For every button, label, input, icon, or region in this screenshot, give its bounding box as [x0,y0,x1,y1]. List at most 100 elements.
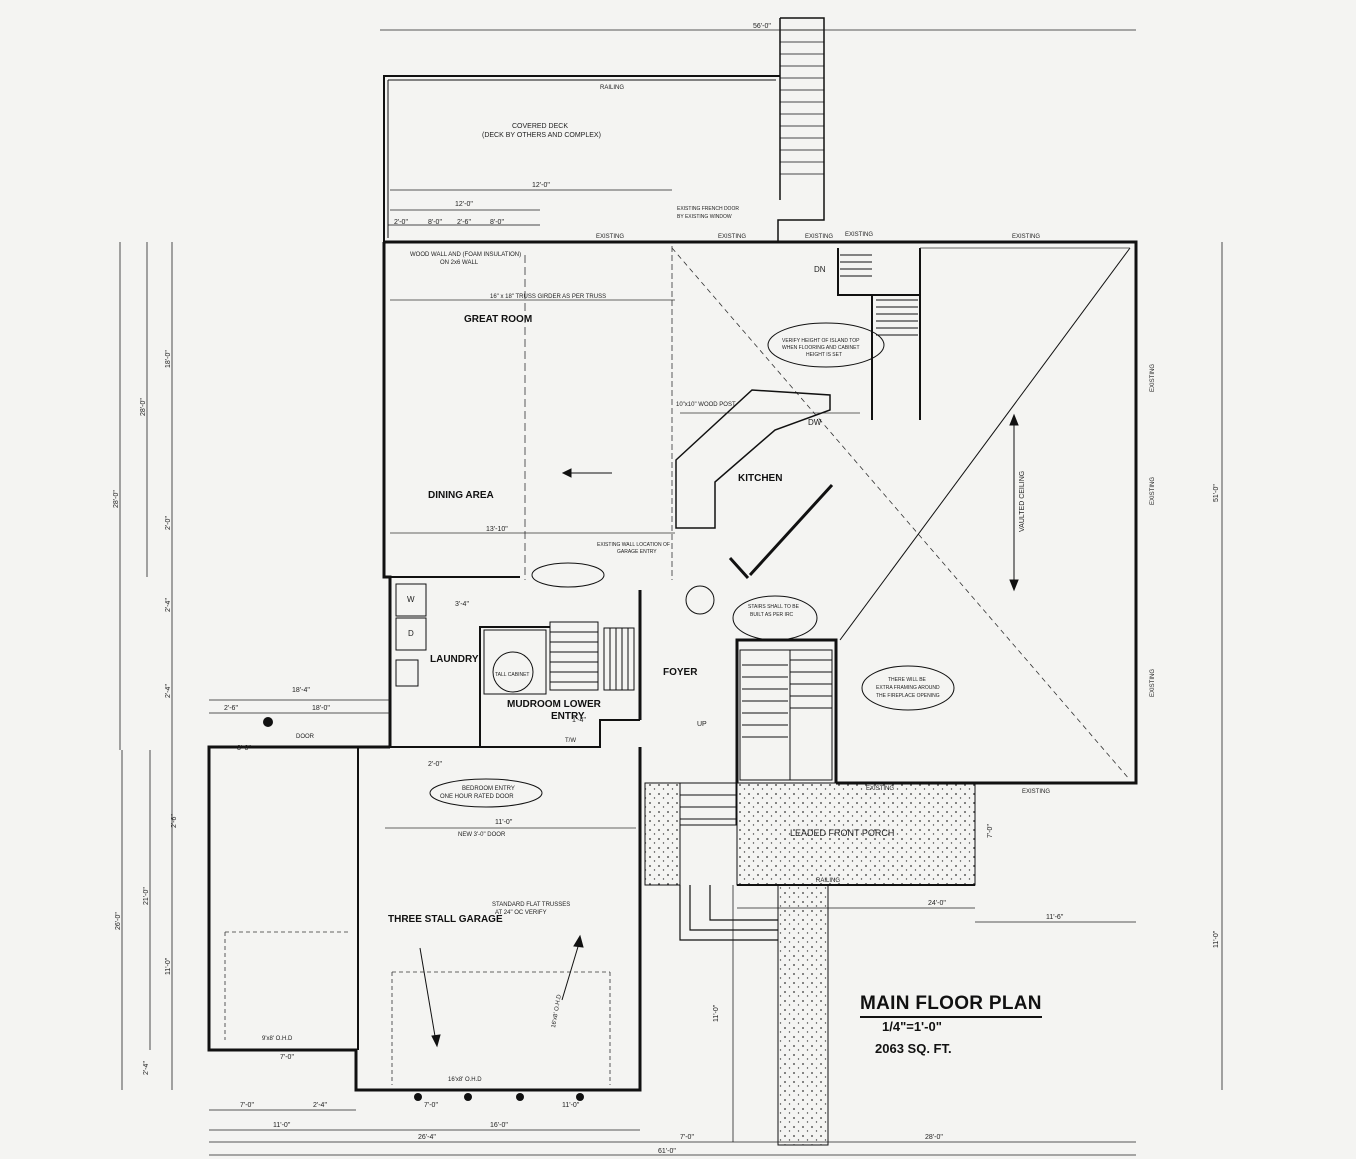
dim-label: 28'-0" [113,490,120,508]
stairs-note-cloud [732,595,818,641]
dim-label: 21'-0" [143,887,150,905]
interior-stairs [549,254,918,826]
door-note: DOOR [296,734,315,740]
stair-hall-wall [735,638,838,783]
dim-label: 3'-4" [455,601,469,608]
stairs-note-1: STAIRS SHALL TO BE [748,604,800,610]
porch-label: LEADED FRONT PORCH [790,828,894,838]
existing-right-3: EXISTING [1150,669,1156,697]
walkway [777,884,829,1146]
dn-label: DN [814,265,826,274]
deck-stairs [777,17,825,242]
mudroom-stair-treads [549,621,635,691]
up-label: UP [697,721,707,728]
dim-label: 3'-0" [237,745,251,752]
dim-label: 2'-6" [224,705,238,712]
washer-box [395,583,427,617]
existing-porch-1: EXISTING [866,786,894,792]
room-labels: GREAT ROOM DINING AREA KITCHEN LAUNDRY F… [388,123,1026,925]
tw-label: T/W [565,738,576,744]
plan-area: 2063 SQ. FT. [875,1041,952,1056]
french-door-2: BY EXISTING WINDOW [677,214,732,220]
dim-label: 18'-0" [312,705,330,712]
exterior-walls [207,240,1138,1092]
bar-line [748,483,834,577]
house-main-outline [384,240,1138,785]
ohd-small: 9'x8' O.H.D [262,1036,293,1042]
dim-label: 26'-4" [418,1134,436,1141]
dryer-label: D [408,629,414,638]
stair-box [603,627,635,691]
stair-enclosure [837,248,873,420]
kitchen-island [675,389,831,529]
covered-deck [383,75,780,242]
porch-steps [679,885,778,941]
dw-label: DW [808,418,822,427]
existing-porch-2: EXISTING [1022,789,1050,795]
ohd-rotated: 16'x8' O.H.D [551,994,563,1029]
dim-label: 12'-0" [455,201,473,208]
cloud-callouts [429,322,955,808]
foyer-label: FOYER [663,667,698,678]
deck-note: (DECK BY OTHERS AND COMPLEX) [482,132,601,139]
island-note-2: WHEN FLOORING AND CABINET [782,345,860,351]
dim-label: 2'-6" [171,814,178,828]
deck-label: COVERED DECK [512,123,568,130]
interior-walls [357,248,921,1050]
railing-porch: RAILING [816,878,840,884]
french-door-1: EXISTING FRENCH DOOR [677,206,739,212]
dim-label: 7'-0" [424,1102,438,1109]
bar-line [728,556,750,580]
porch-stairs [679,782,737,826]
flat-truss-2: AT 24" OC VERIFY [495,910,547,916]
existing-top-2: EXISTING [718,234,746,240]
stair-box [549,621,599,691]
tall-cabinet-label: TALL CABINET [495,672,529,678]
dim-label: 26'-0" [115,912,122,930]
wall-note-1: WOOD WALL AND (FOAM INSULATION) [410,252,521,258]
dim-label: 11'-0" [1213,930,1220,948]
dim-label: 28'-0" [925,1134,943,1141]
light-icon [414,1093,422,1101]
mudroom-label-2: ENTRY [551,711,585,722]
dining-area-label: DINING AREA [428,490,494,501]
plan-title: MAIN FLOOR PLAN [860,993,1042,1018]
mudroom-cabinet [483,629,547,695]
dim-label: 61'-0" [658,1148,676,1155]
existing-wall-1: EXISTING WALL LOCATION OF [597,542,670,548]
wood-post-label: 10"x10" WOOD POST [676,402,736,408]
step-edge [679,885,778,941]
dim-label: 24'-0" [928,900,946,907]
bedroom-note-cloud [429,778,543,808]
dim-label: 11'-0" [165,957,172,975]
wall-note-2: ON 2x6 WALL [440,260,479,266]
laundry-appliances [395,583,547,695]
foyer-stair-treads [739,649,833,781]
existing-top-4: EXISTING [845,232,873,238]
plumbing-note-3: THE FIREPLACE OPENING [876,693,940,699]
dim-label: 7'-0" [680,1134,694,1141]
dim-label: 11'-0" [495,819,513,826]
vaulted-label: VAULTED CEILING [1019,471,1026,532]
dim-label: 8'-0" [490,219,504,226]
light-icon [516,1093,524,1101]
dim-label: 1'-4" [572,717,586,724]
existing-top-1: EXISTING [596,234,624,240]
bedroom-note-2: ONE HOUR RATED DOOR [440,794,514,800]
dim-label: 18'-0" [165,350,172,368]
dim-label: 56'-0" [753,23,771,30]
dim-label: 8'-0" [428,219,442,226]
dim-label: 18'-4" [292,687,310,694]
arrow-head [1009,413,1019,426]
tall-cabinet-circle [492,651,534,693]
north-stair-treads [840,254,918,336]
existing-top-3: EXISTING [805,234,833,240]
deck-railing [383,75,780,242]
dim-label: 7'-0" [280,1054,294,1061]
island-note-3: HEIGHT IS SET [806,352,842,358]
new-door-label: NEW 3'-0" DOOR [458,832,506,838]
dim-label: 2'-0" [428,761,442,768]
dim-label: 11'-0" [713,1004,720,1022]
truss-girder-label: 16" x 18" TRUSS GIRDER AS PER TRUSS [490,294,606,300]
